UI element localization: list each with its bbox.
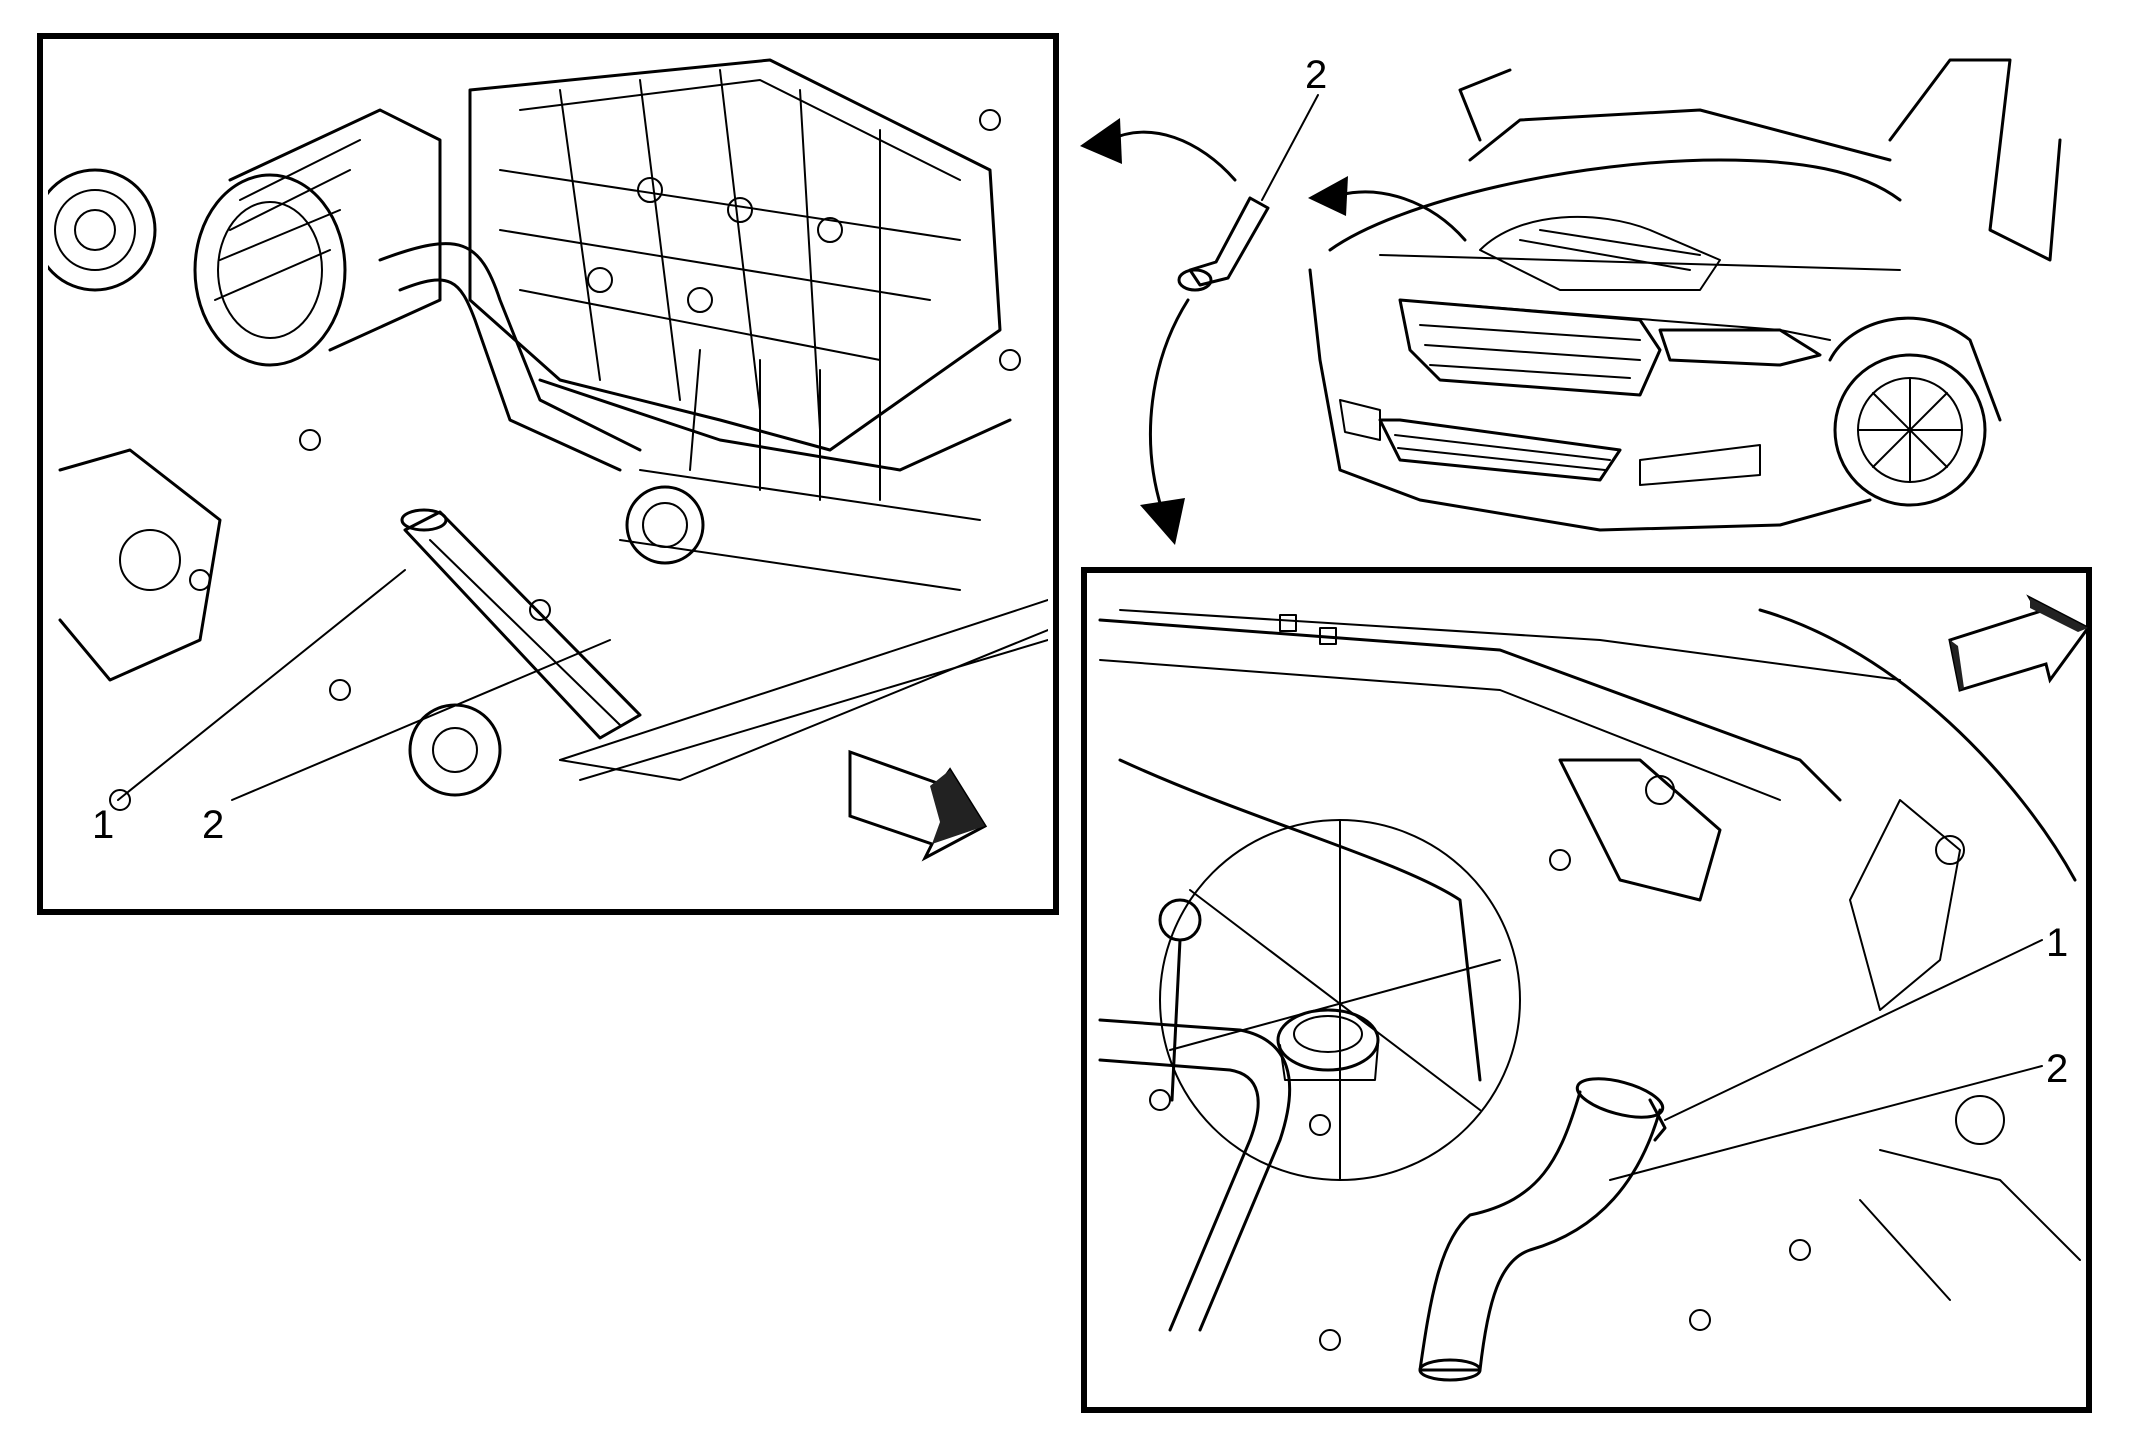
curved-arrow-down-icon: [1140, 298, 1190, 545]
right-leader-1: [1664, 939, 2043, 1121]
curved-arrow-into-engine-icon: [1308, 176, 1467, 242]
curved-arrow-left-icon: [1080, 118, 1237, 182]
radiator-support: [1098, 609, 1901, 902]
oil-fill-cap: [1276, 1008, 1380, 1081]
left-leader-1: [117, 569, 406, 801]
radiator-support-edge: [559, 599, 1048, 781]
fan-shroud: [1118, 758, 1521, 1181]
heater-hoses: [378, 242, 642, 472]
right-leader-2: [1609, 1065, 2043, 1181]
left-front-direction-arrow-icon: [848, 749, 988, 862]
vehicle-leader-2: [1261, 94, 1319, 201]
left-engine-view: 1 2: [37, 33, 1059, 915]
left-leader-2: [231, 639, 611, 801]
lower-heater-hose: [1098, 1018, 1292, 1332]
vehicle-front-view: [1308, 58, 2062, 532]
right-panel-frame: [1081, 567, 2092, 1413]
right-callout-1: 1: [2046, 921, 2068, 965]
left-callout-1: 1: [92, 803, 114, 847]
right-coolant-hose: [1418, 1077, 1667, 1382]
right-front-direction-arrow-icon: [1948, 594, 2091, 692]
left-coolant-inlet-hose: [400, 508, 642, 740]
vehicle-callout-2: 2: [1305, 53, 1327, 97]
fasteners: [1149, 849, 1811, 1351]
right-engine-view: 1 2: [1081, 567, 2092, 1413]
cylinder-head: [538, 349, 1012, 591]
right-callout-2: 2: [2046, 1047, 2068, 1091]
air-intake-duct: [193, 108, 442, 367]
wheelhouse: [1758, 608, 2081, 1301]
removed-coolant-hose: [1177, 196, 1270, 292]
intake-manifold: [468, 58, 1002, 452]
fasteners: [109, 109, 1021, 811]
left-callout-2: 2: [202, 803, 224, 847]
dipstick: [1158, 898, 1202, 1102]
hose-clamp: [1648, 1098, 1667, 1142]
vehicle-overview: 2: [1080, 53, 2062, 545]
